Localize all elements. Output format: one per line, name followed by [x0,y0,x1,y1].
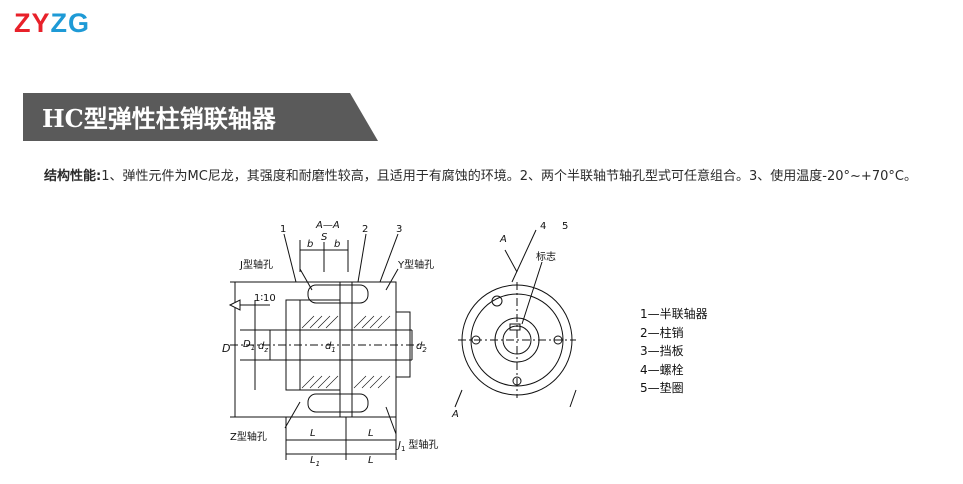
label-num-4: 4 [540,221,546,232]
label-b-left: b [307,239,313,250]
label-l-bottom: L [368,455,374,466]
label-l-right: L [368,428,374,439]
parts-legend: 1—半联轴器 2—柱销 3—挡板 4—螺栓 5—垫圈 [640,305,708,398]
label-l1: L1 [310,455,320,467]
title-banner [23,93,378,141]
description-text: 1、弹性元件为MC尼龙，其强度和耐磨性较高，且适用于有腐蚀的环境。2、两个半联轴… [101,169,917,184]
legend-item: 5—垫圈 [640,381,684,395]
label-s: S [321,232,328,243]
label-taper: 1∶10 [254,293,276,304]
legend-item: 3—挡板 [640,344,684,358]
label-num-5: 5 [562,221,568,232]
coupling-drawing: A—A 1 2 3 J型轴孔 Y型轴孔 1∶10 b S b D D1 dz d… [222,220,577,467]
left-hub-bottom [299,359,341,391]
left-hub-top [299,299,341,331]
label-y-bore: Y型轴孔 [397,258,434,271]
label-d: D [222,342,230,355]
right-flange [351,281,397,418]
label-j-bore: J型轴孔 [239,258,273,271]
label-section: A—A [315,220,340,231]
bolt-top [491,295,503,307]
label-num-2: 2 [362,224,368,235]
key-slot [509,323,521,331]
label-d1-main: D1 [243,339,255,352]
label-dz: dz [258,341,268,354]
label-d2: d2 [416,341,427,354]
left-flange [339,281,353,418]
label-num-3: 3 [396,224,402,235]
description-lead: 结构性能: [44,169,102,184]
label-num-1: 1 [280,224,286,235]
legend-item: 4—螺栓 [640,362,684,377]
logo-text-blue: ZG [50,8,91,38]
label-z-bore: Z型轴孔 [230,430,267,443]
label-l-left: L [310,428,316,439]
legend-item: 1—半联轴器 [640,307,708,321]
pin-top [307,284,369,304]
legend-item: 2—柱销 [640,325,684,340]
label-arrow-a-bottom: A [451,409,459,420]
page-title: HC型弹性柱销联轴器 [42,104,276,133]
label-arrow-a-top: A [499,234,507,245]
label-b-right: b [334,239,340,250]
pin-bottom [307,393,369,413]
label-mark: 标志 [536,250,556,263]
logo-text-red: ZY [14,8,51,38]
description: 结构性能:1、弹性元件为MC尼龙，其强度和耐磨性较高，且适用于有腐蚀的环境。2、… [26,167,956,187]
label-d1: d1 [325,341,336,354]
company-logo: ZYZG [14,8,90,39]
